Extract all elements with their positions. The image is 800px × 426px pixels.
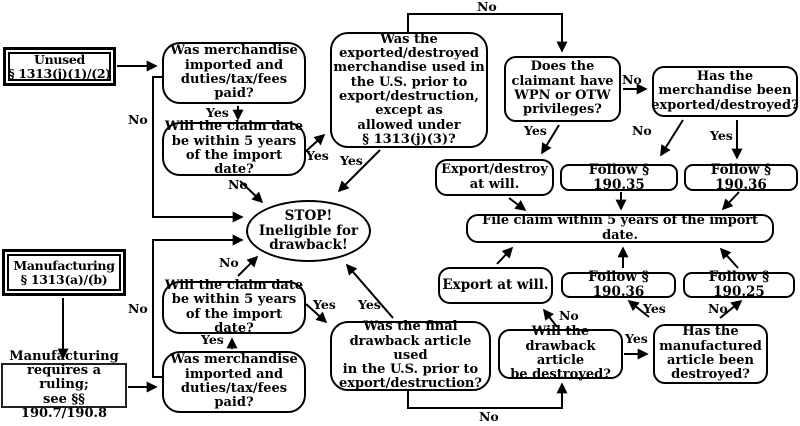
- node-export-at-will: Export at will.: [438, 267, 553, 304]
- arrow-manufactured-yes: [627, 299, 650, 318]
- label-imported-bottom-no: No: [128, 301, 148, 316]
- node-follow-190-36-top: Follow § 190.36: [684, 162, 798, 192]
- label-claimdate-top-yes: Yes: [306, 148, 329, 163]
- node-claimant-privileges: Does the claimant have WPN or OTW privil…: [504, 56, 621, 122]
- label-drawback-yes: Yes: [625, 331, 648, 346]
- arrow-claimdate-bottom-no: [237, 255, 259, 277]
- label-imported-bottom-yes: Yes: [201, 332, 224, 347]
- node-claim-date-bottom: Will the claim date be within 5 years of…: [162, 278, 306, 335]
- label-merch-used-yes: Yes: [340, 153, 363, 168]
- arrow-finalused-no: [407, 382, 568, 409]
- node-final-article-used: Was the final drawback article used in t…: [330, 320, 491, 391]
- label-imported-top-yes: Yes: [206, 105, 229, 120]
- arrow-19025-to-fileclaim: [719, 247, 739, 269]
- label-drawback-no: No: [559, 308, 579, 323]
- label-finalused-no: No: [479, 409, 499, 424]
- arrow-exportdestroy-to-fileclaim: [508, 197, 527, 211]
- node-export-destroy-at-will: Export/destroy at will.: [435, 159, 554, 196]
- node-follow-190-35: Follow § 190.35: [560, 162, 678, 192]
- node-merch-used: Was the exported/destroyed merchandise u…: [330, 32, 488, 148]
- arrow-claimant-yes: [541, 124, 560, 155]
- label-merch-used-no: No: [477, 0, 497, 14]
- arrow-imported-bottom-no: [152, 234, 244, 378]
- node-unused-header: Unused § 1313(j)(1)/(2): [3, 47, 116, 86]
- arrow-finalused-yes: [345, 263, 394, 319]
- label-imported-top-no: No: [128, 112, 148, 127]
- node-claim-date-top: Will the claim date be within 5 years of…: [162, 120, 306, 177]
- node-merch-exported: Has the merchandise been exported/destro…: [651, 66, 799, 117]
- node-manufactured-destroyed: Has the manufactured article been destro…: [653, 324, 768, 384]
- arrow-merchused-no: [407, 13, 568, 53]
- arrow-claimdate-top-yes: [304, 133, 326, 153]
- node-follow-190-25: Follow § 190.25: [683, 270, 795, 299]
- arrow-merchused-yes: [337, 149, 381, 193]
- node-manufacturing-ruling: Manufacturing requires a ruling; see §§ …: [1, 349, 127, 421]
- label-claimdate-bottom-no: No: [219, 255, 239, 270]
- arrow-claimdate-bottom-yes: [305, 303, 328, 324]
- label-claimant-yes: Yes: [524, 123, 547, 138]
- label-manufactured-no: No: [708, 301, 728, 316]
- arrow-19036top-to-fileclaim: [721, 191, 740, 211]
- arrow-imported-top-no: [152, 76, 244, 223]
- label-claimant-no: No: [622, 72, 642, 87]
- arrow-exportwill-to-fileclaim: [496, 246, 514, 265]
- node-drawback-destroyed: Will the drawback article be destroyed?: [498, 325, 623, 382]
- label-claimdate-bottom-yes: Yes: [313, 297, 336, 312]
- arrow-merchexported-no: [660, 119, 684, 157]
- label-manufactured-yes: Yes: [643, 301, 666, 316]
- node-merch-imported-bottom: Was merchandise imported and duties/tax/…: [162, 351, 306, 413]
- label-claimdate-top-no: No: [228, 177, 248, 192]
- node-merch-imported-top: Was merchandise imported and duties/tax/…: [162, 42, 306, 104]
- label-merch-exported-no: No: [632, 123, 652, 138]
- label-finalused-yes: Yes: [358, 297, 381, 312]
- node-manufacturing-header: Manufacturing § 1313(a)/(b): [2, 249, 126, 296]
- label-merch-exported-yes: Yes: [710, 128, 733, 143]
- arrow-drawback-no: [542, 308, 558, 328]
- node-follow-190-36-bottom: Follow § 190.36: [561, 270, 676, 299]
- node-file-claim: File claim within 5 years of the import …: [466, 214, 774, 243]
- node-stop: STOP! Ineligible for drawback!: [246, 200, 371, 262]
- arrow-manufactured-no: [719, 299, 743, 319]
- arrow-claimdate-top-no: [239, 180, 264, 204]
